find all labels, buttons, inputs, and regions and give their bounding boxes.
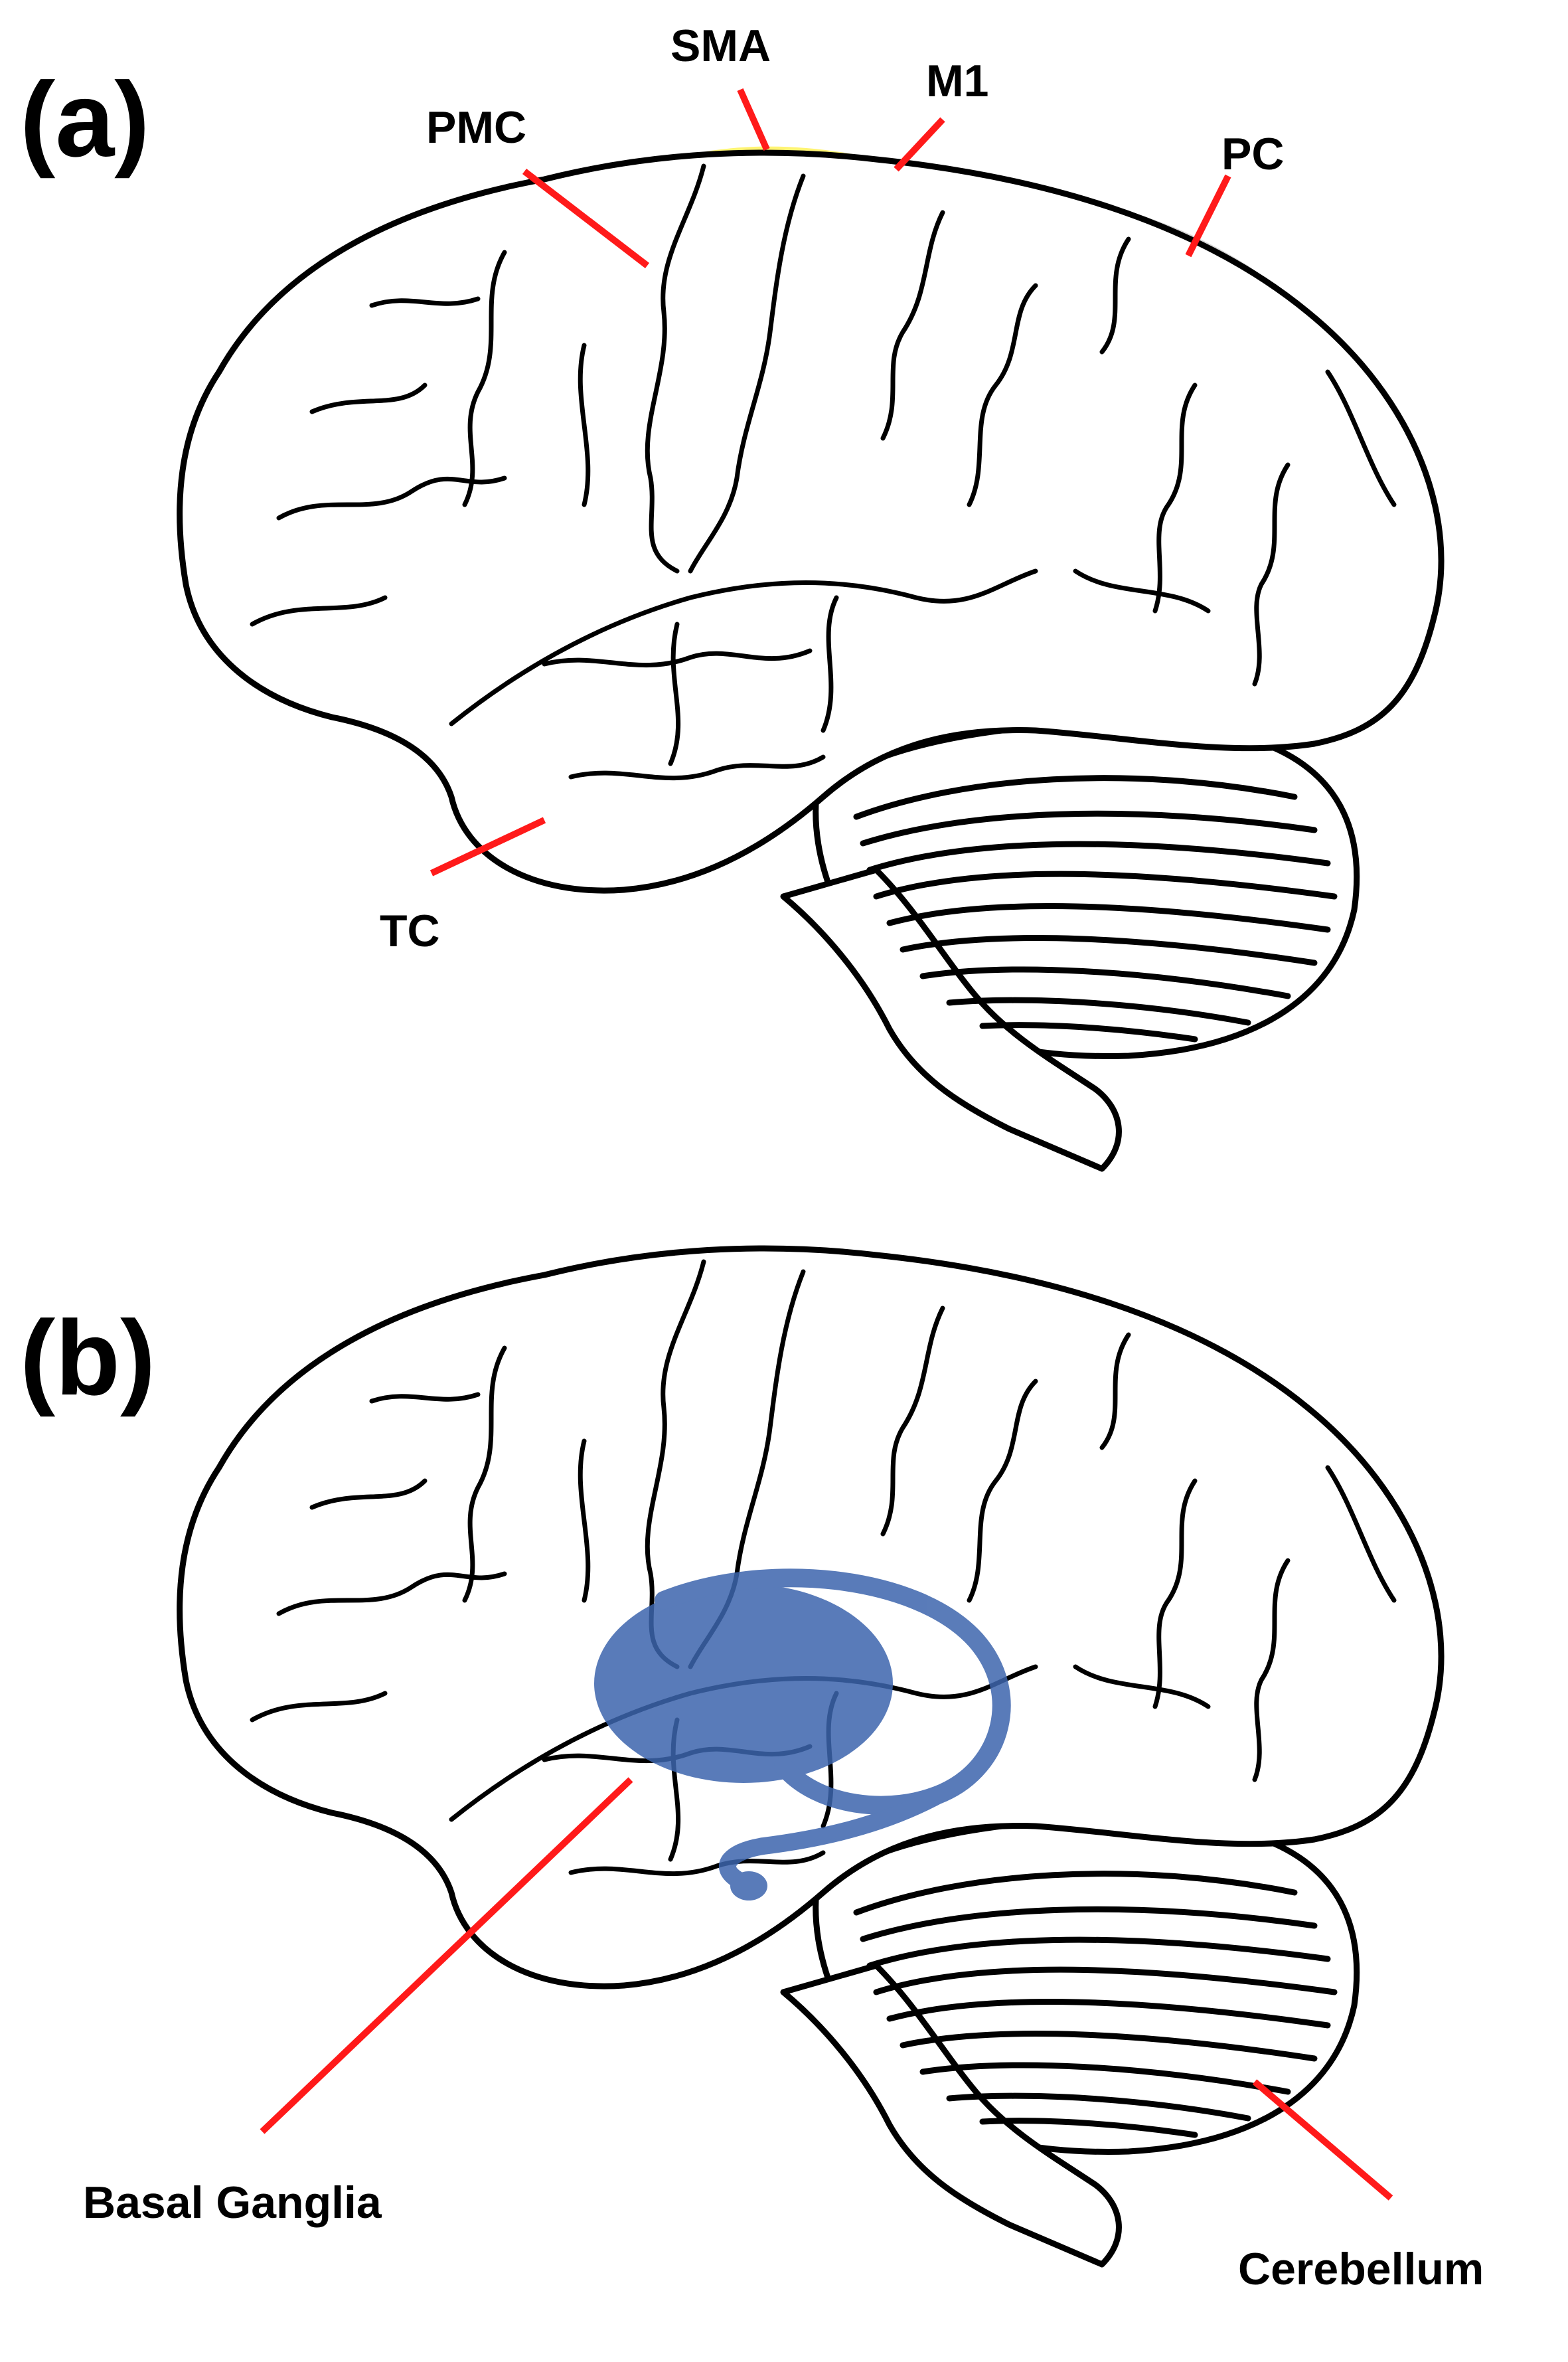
label-m1: M1 bbox=[926, 56, 988, 106]
leader-sma bbox=[737, 88, 770, 151]
label-pc: PC bbox=[1221, 129, 1284, 179]
panel-a: (a) SMA M1 PMC PC TC bbox=[20, 21, 1441, 1169]
panel-a-label: (a) bbox=[20, 60, 150, 179]
leader-tc bbox=[430, 817, 546, 877]
label-sma: SMA bbox=[670, 21, 771, 71]
label-tc: TC bbox=[380, 906, 440, 956]
leader-m1 bbox=[894, 117, 945, 172]
panel-b: (b) Basal Ganglia Cerebellum bbox=[20, 1248, 1484, 2294]
label-cerebellum: Cerebellum bbox=[1238, 2244, 1484, 2294]
brain-lateral-view-a bbox=[180, 153, 1441, 1169]
leader-cerebellum bbox=[1252, 2079, 1393, 2201]
region-basal-ganglia bbox=[594, 1568, 1011, 1900]
leader-basal-ganglia bbox=[260, 1777, 633, 2134]
leader-pc bbox=[1185, 174, 1231, 258]
panel-b-label: (b) bbox=[20, 1298, 155, 1417]
leader-pmc bbox=[522, 169, 650, 268]
label-basal-ganglia: Basal Ganglia bbox=[83, 2177, 382, 2228]
label-pmc: PMC bbox=[426, 102, 526, 153]
